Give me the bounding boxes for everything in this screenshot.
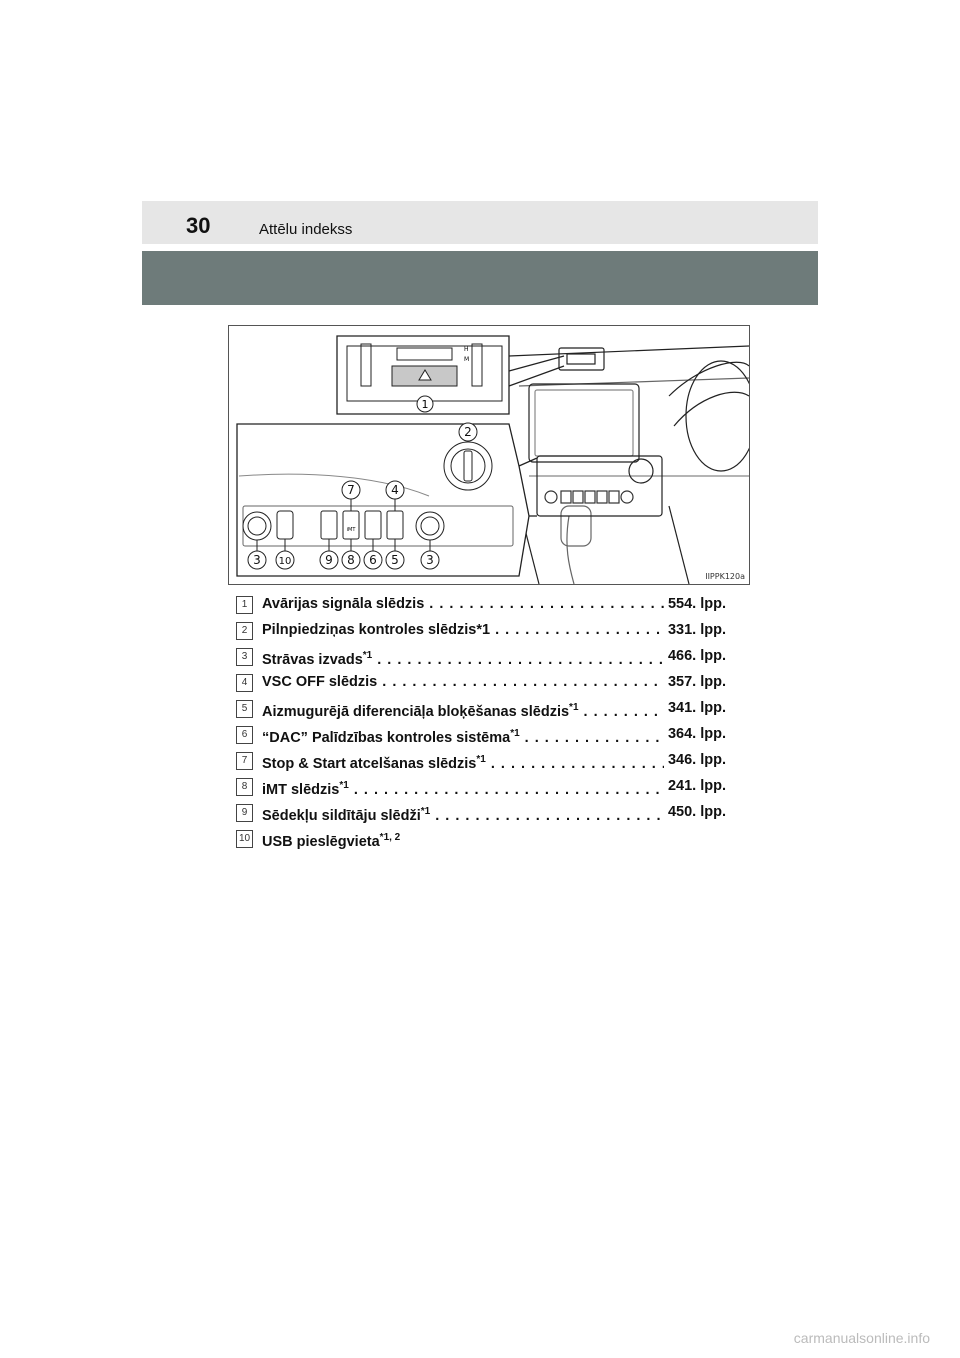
page-number: 30 [186,213,211,238]
item-label: “DAC” Palīdzības kontroles sistēma [262,729,511,746]
list-item: 1 Avārijas signāla slēdzis . . . . . . .… [236,591,726,617]
panel-label-h: H [464,346,469,353]
footnote-ref: *1 [339,780,349,791]
item-label: Stop & Start atcelšanas slēdzis [262,755,477,772]
footnote-ref: *1 [510,728,520,739]
watermark: carmanualsonline.info [793,1330,930,1346]
section-band [142,251,818,305]
callout-9: 9 [325,553,333,567]
item-label: Avārijas signāla slēdzis [262,596,425,612]
callout-3-left: 3 [253,553,261,567]
item-number: 5 [236,700,253,718]
callout-3-right: 3 [426,553,434,567]
page-ref[interactable]: 466. lpp. [663,643,726,669]
footnote-ref: *1 [476,754,486,765]
item-number: 3 [236,648,253,666]
item-number: 2 [236,622,253,640]
callout-8: 8 [347,553,355,567]
item-number: 7 [236,752,253,770]
list-item: 3 Strāvas izvads*1 . . . . . . . . . . .… [236,643,726,669]
item-number: 9 [236,804,253,822]
list-item: 5 Aizmugurējā diferenciāļa bloķēšanas sl… [236,695,726,721]
dashboard-illustration: 1 H M iMT [228,325,750,585]
footnote-ref: *1 [420,806,431,817]
footnote-ref: *1 [362,650,373,661]
page-ref[interactable]: 450. lpp. [663,799,726,825]
footnote-ref: *1 [569,702,579,713]
item-number: 10 [236,830,253,848]
item-label: Sēdekļu sildītāju slēdži [262,807,421,824]
page-ref[interactable]: 341. lpp. [663,695,726,721]
callout-7: 7 [347,483,355,497]
callout-6: 6 [369,553,377,567]
item-number: 8 [236,778,253,796]
item-label: Strāvas izvads [262,651,363,668]
figure-code: IIPPK120a [705,572,745,581]
item-number: 4 [236,674,253,692]
callout-5: 5 [391,553,399,567]
page-ref[interactable]: 331. lpp. [663,617,726,643]
index-list: 1 Avārijas signāla slēdzis . . . . . . .… [236,591,726,851]
callout-4: 4 [391,483,399,497]
page-ref[interactable]: 346. lpp. [663,747,726,773]
list-item: 8 iMT slēdzis*1 . . . . . . . . . . . . … [236,773,726,799]
page-ref[interactable]: 241. lpp. [663,773,726,799]
page-header: 30 Attēlu indekss [142,201,818,244]
callout-2: 2 [464,425,472,439]
page-ref[interactable]: 364. lpp. [663,721,726,747]
panel-label-m: M [464,356,469,363]
item-label: USB pieslēgvieta [262,833,380,850]
callout-10: 10 [279,556,292,567]
list-item: 4 VSC OFF slēdzis . . . . . . . . . . . … [236,669,726,695]
item-number: 1 [236,596,253,614]
panel-label-imt: iMT [347,527,357,533]
page-ref[interactable]: 554. lpp. [663,591,726,617]
list-item: 2 Pilnpiedziņas kontroles slēdzis*1 . . … [236,617,726,643]
list-item: 7 Stop & Start atcelšanas slēdzis*1 . . … [236,747,726,773]
list-item: 10 USB pieslēgvieta*1, 2 [236,825,726,851]
page-ref[interactable]: 357. lpp. [663,669,726,695]
svg-text:1: 1 [422,398,429,411]
item-label: Aizmugurējā diferenciāļa bloķēšanas slēd… [262,703,570,720]
item-label: VSC OFF slēdzis [262,674,378,690]
item-label: iMT slēdzis [262,781,340,798]
list-item: 6 “DAC” Palīdzības kontroles sistēma*1 .… [236,721,726,747]
list-item: 9 Sēdekļu sildītāju slēdži*1 . . . . . .… [236,799,726,825]
item-number: 6 [236,726,253,744]
item-label: Pilnpiedziņas kontroles slēdzis*1 [262,622,491,638]
footnote-ref: *1, 2 [379,832,401,843]
page-title: Attēlu indekss [259,221,353,238]
